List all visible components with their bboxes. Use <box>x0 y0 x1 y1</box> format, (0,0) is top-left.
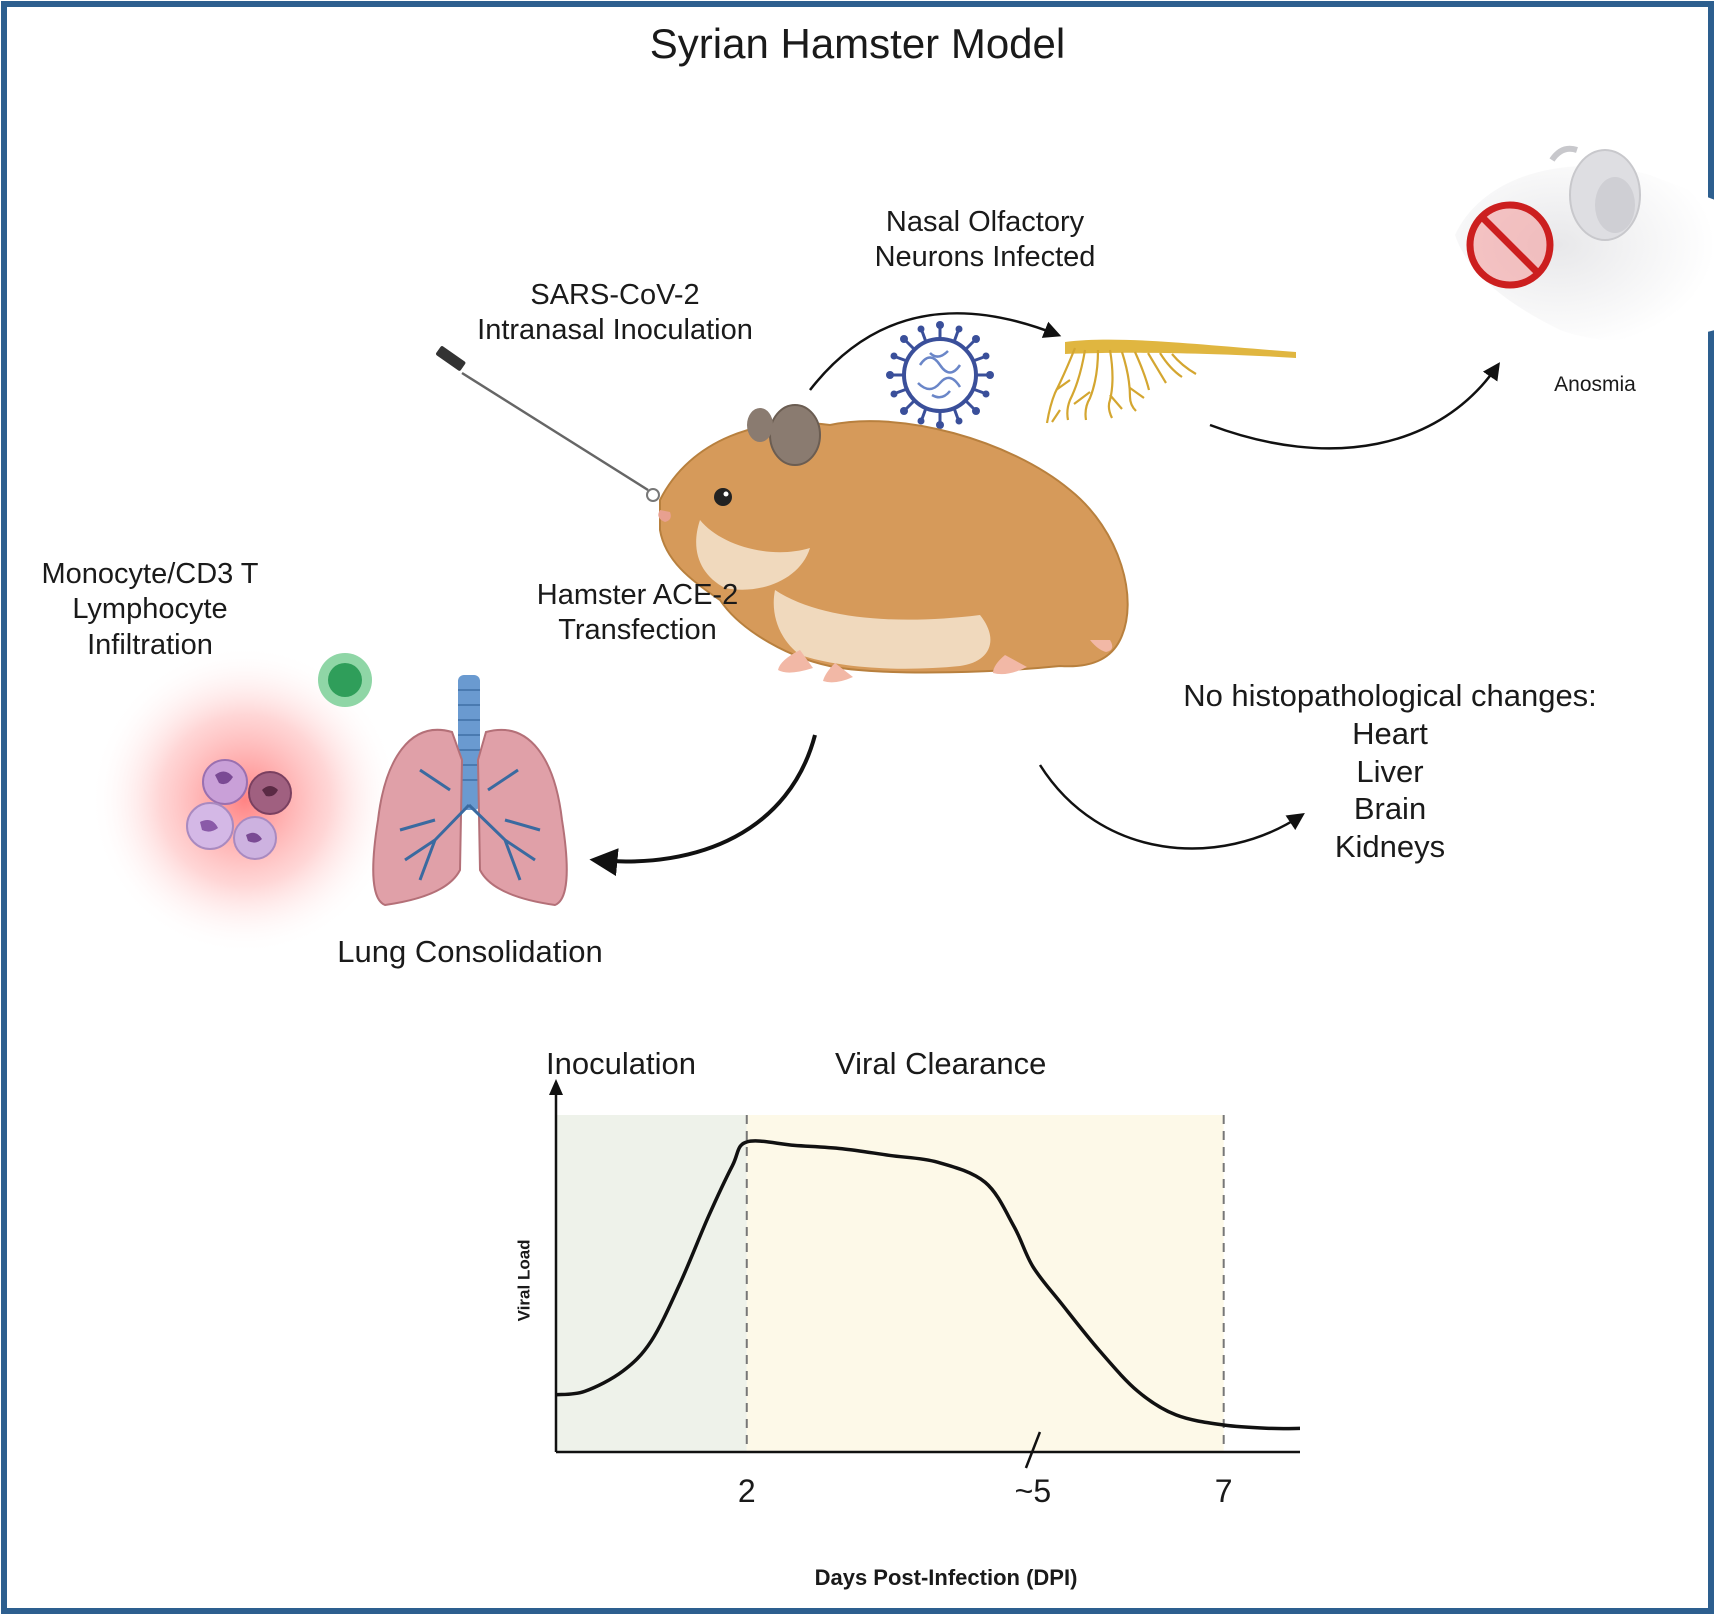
ace2-label: Hamster ACE-2 Transfection <box>510 578 765 649</box>
phase-label-viral-clearance: Viral Clearance <box>835 1046 1047 1081</box>
y-axis-title: Viral Load <box>514 1239 534 1322</box>
arrow-to-anosmia <box>1209 362 1500 450</box>
x-tick-label: ~5 <box>1014 1473 1052 1509</box>
arrow-to-olfactory <box>809 312 1062 391</box>
organ-item: Liver <box>1356 753 1424 789</box>
lung-consolidation-label: Lung Consolidation <box>337 934 603 969</box>
monocyte-cell-icon <box>318 653 372 707</box>
x-tick-label: 7 <box>1214 1473 1233 1509</box>
infiltration-label-line: Lymphocyte <box>72 593 228 626</box>
olfactory-label-line: Nasal Olfactory <box>885 206 1085 238</box>
x-tick-label: 2 <box>737 1473 756 1509</box>
diagram-title: Syrian Hamster Model <box>649 20 1066 67</box>
lungs-icon <box>372 675 568 907</box>
phase-label-inoculation: Inoculation <box>546 1046 696 1081</box>
olfactory-neuron-icon <box>1045 339 1296 424</box>
ace2-label-line: Hamster ACE-2 <box>536 579 739 611</box>
olfactory-label-line: Neurons Infected <box>874 241 1096 274</box>
no-smell-icon <box>1466 201 1554 289</box>
inflammation-glow <box>90 645 400 955</box>
anosmia-label: Anosmia <box>1554 373 1636 396</box>
infiltration-label: Monocyte/CD3 T Lymphocyte Infiltration <box>0 557 300 663</box>
histopathology-title: No histopathological changes: <box>1183 678 1597 713</box>
histopathology-label: No histopathological changes: Heart Live… <box>1120 677 1660 866</box>
ace2-label-line: Transfection <box>558 614 717 647</box>
infiltration-label-line: Monocyte/CD3 T <box>41 558 259 590</box>
virus-icon <box>886 321 994 429</box>
phase-inoculation-background <box>556 1115 747 1452</box>
y-axis-arrowhead <box>549 1079 563 1095</box>
olfactory-label: Nasal Olfactory Neurons Infected <box>840 205 1130 276</box>
viral-load-chart <box>549 1079 1301 1469</box>
organ-item: Heart <box>1352 715 1428 751</box>
hamster-icon <box>658 404 1129 683</box>
swab-icon <box>436 346 660 502</box>
lymphocyte-cells-icon <box>186 759 292 860</box>
arrow-to-organs <box>1038 764 1305 850</box>
organ-item: Kidneys <box>1334 829 1446 865</box>
viral-load-series-line <box>555 1139 1301 1431</box>
x-axis-title: Days Post-Infection (DPI) <box>814 1565 1078 1590</box>
organ-item: Brain <box>1353 791 1427 827</box>
axis-break-mark <box>1024 1431 1042 1469</box>
inoculation-label-line: Intranasal Inoculation <box>477 314 753 347</box>
infiltration-label-line: Infiltration <box>87 628 213 661</box>
inoculation-label-line: SARS-CoV-2 <box>530 279 700 311</box>
arrow-to-lung <box>589 734 817 877</box>
inoculation-label: SARS-CoV-2 Intranasal Inoculation <box>460 278 770 349</box>
